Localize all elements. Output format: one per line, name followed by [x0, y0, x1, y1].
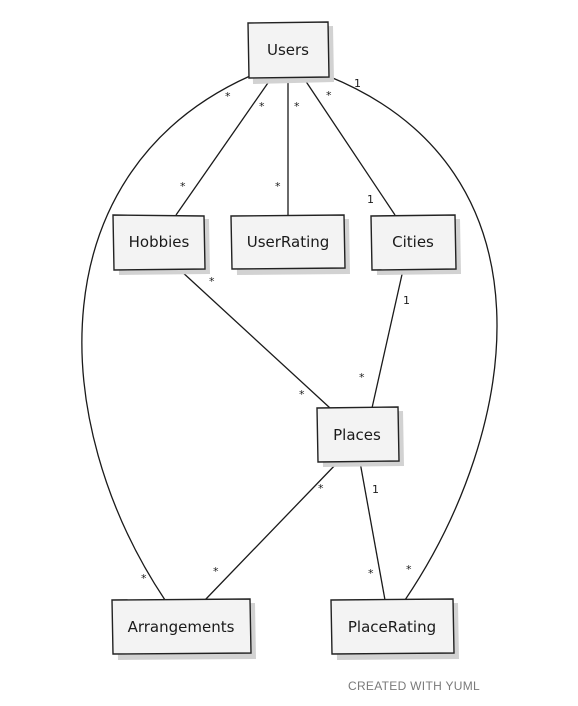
mult-users-hobbies-to: *	[180, 180, 186, 193]
node-places-box	[316, 406, 400, 463]
edge-places-arrangements	[204, 461, 339, 601]
node-cities: Cities	[370, 214, 461, 275]
mult-places-arrangements-from: *	[318, 482, 324, 495]
mult-places-placerating-from: 1	[372, 483, 379, 496]
mult-users-cities-from: *	[326, 89, 332, 102]
node-places: Places	[316, 406, 404, 467]
edge-hobbies-places	[179, 269, 331, 409]
node-users: Users	[247, 21, 334, 84]
edge-users-placerating	[327, 75, 498, 601]
mult-users-userrating-from: *	[294, 100, 300, 113]
mult-users-cities-to: 1	[367, 193, 374, 206]
node-placerating: PlaceRating	[330, 598, 459, 660]
node-users-label: Users	[267, 41, 309, 59]
mult-hobbies-places-from: *	[209, 275, 215, 288]
node-placerating-label: PlaceRating	[348, 618, 436, 636]
node-hobbies-label: Hobbies	[129, 233, 190, 251]
edge-users-arrangements	[81, 75, 251, 601]
node-arrangements: Arrangements	[111, 598, 256, 660]
mult-hobbies-places-to: *	[299, 388, 305, 401]
node-userrating: UserRating	[230, 214, 350, 275]
node-placerating-box	[330, 598, 455, 655]
edge-users-hobbies	[175, 79, 271, 216]
edge-places-placerating	[359, 461, 386, 601]
node-userrating-label: UserRating	[247, 233, 330, 251]
node-cities-label: Cities	[392, 233, 434, 251]
node-places-label: Places	[333, 426, 381, 444]
mult-users-arrangements-from: *	[225, 90, 231, 103]
mult-users-arrangements-to: *	[141, 572, 147, 585]
node-users-box	[247, 21, 330, 79]
node-hobbies: Hobbies	[112, 214, 210, 275]
multiplicity-labels: * * * * * 1 * * 1 * * * 1 * * * 1 *	[141, 77, 412, 585]
edge-users-cities	[304, 79, 396, 216]
mult-places-placerating-to: *	[368, 567, 374, 580]
node-userrating-box	[230, 214, 346, 270]
mult-cities-places-from: 1	[403, 294, 410, 307]
mult-users-placerating-to: *	[406, 563, 412, 576]
mult-places-arrangements-to: *	[213, 565, 219, 578]
mult-cities-places-to: *	[359, 371, 365, 384]
node-hobbies-box	[112, 214, 206, 271]
node-arrangements-label: Arrangements	[128, 618, 235, 636]
edges	[81, 75, 498, 601]
node-cities-box	[370, 214, 457, 271]
yuml-credit: CREATED WITH YUML	[348, 679, 480, 693]
mult-users-userrating-to: *	[275, 180, 281, 193]
edge-cities-places	[371, 269, 404, 409]
mult-users-hobbies-from: *	[259, 100, 265, 113]
mult-users-placerating-from: 1	[354, 77, 361, 90]
node-arrangements-box	[111, 598, 252, 655]
